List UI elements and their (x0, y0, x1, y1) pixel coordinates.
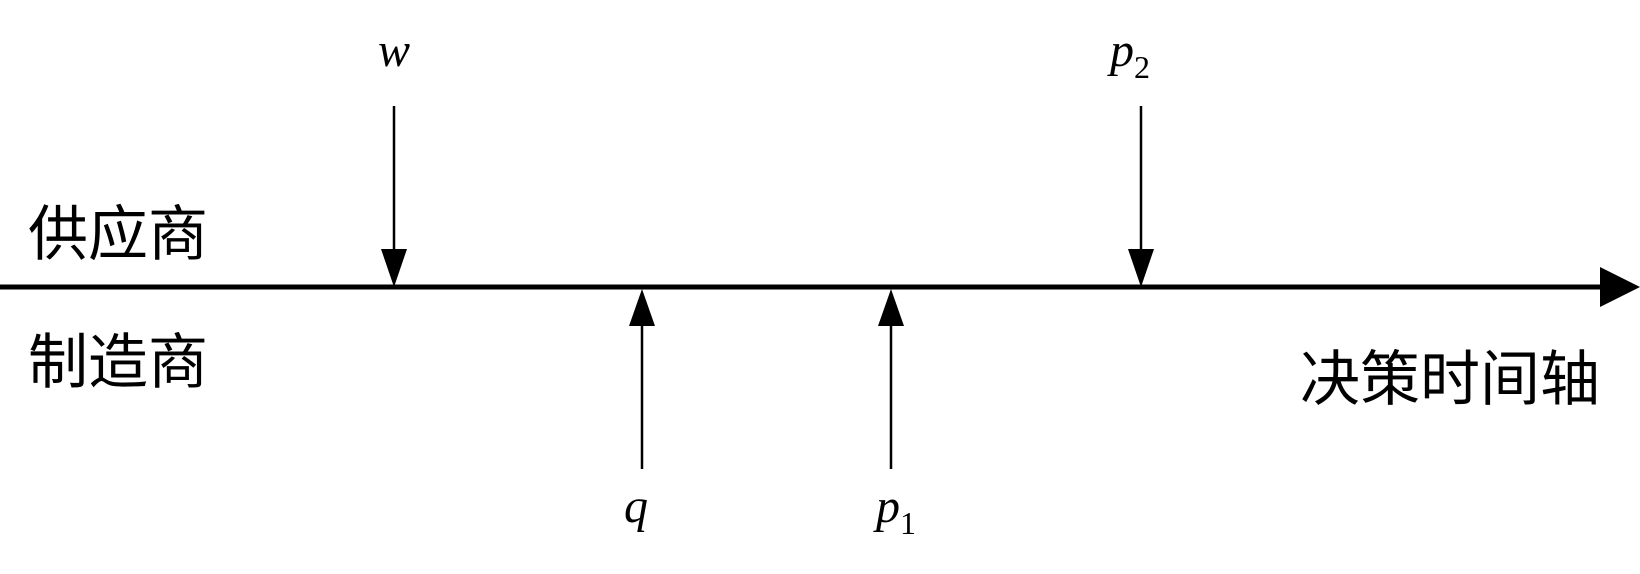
decision-arrow-q (629, 289, 655, 469)
decision-arrow-p2 (1128, 106, 1154, 287)
axis-label: 决策时间轴 (1300, 345, 1600, 415)
manufacturer-label: 制造商 (28, 328, 208, 398)
label-q: q (624, 480, 648, 533)
axis-arrowhead (1600, 267, 1640, 307)
decision-arrow-w (381, 106, 407, 287)
label-p2: p2 (1107, 24, 1150, 85)
supplier-label: 供应商 (28, 200, 208, 270)
label-p1: p1 (873, 480, 916, 541)
label-w: w (378, 24, 410, 77)
decision-arrow-p1 (878, 289, 904, 469)
